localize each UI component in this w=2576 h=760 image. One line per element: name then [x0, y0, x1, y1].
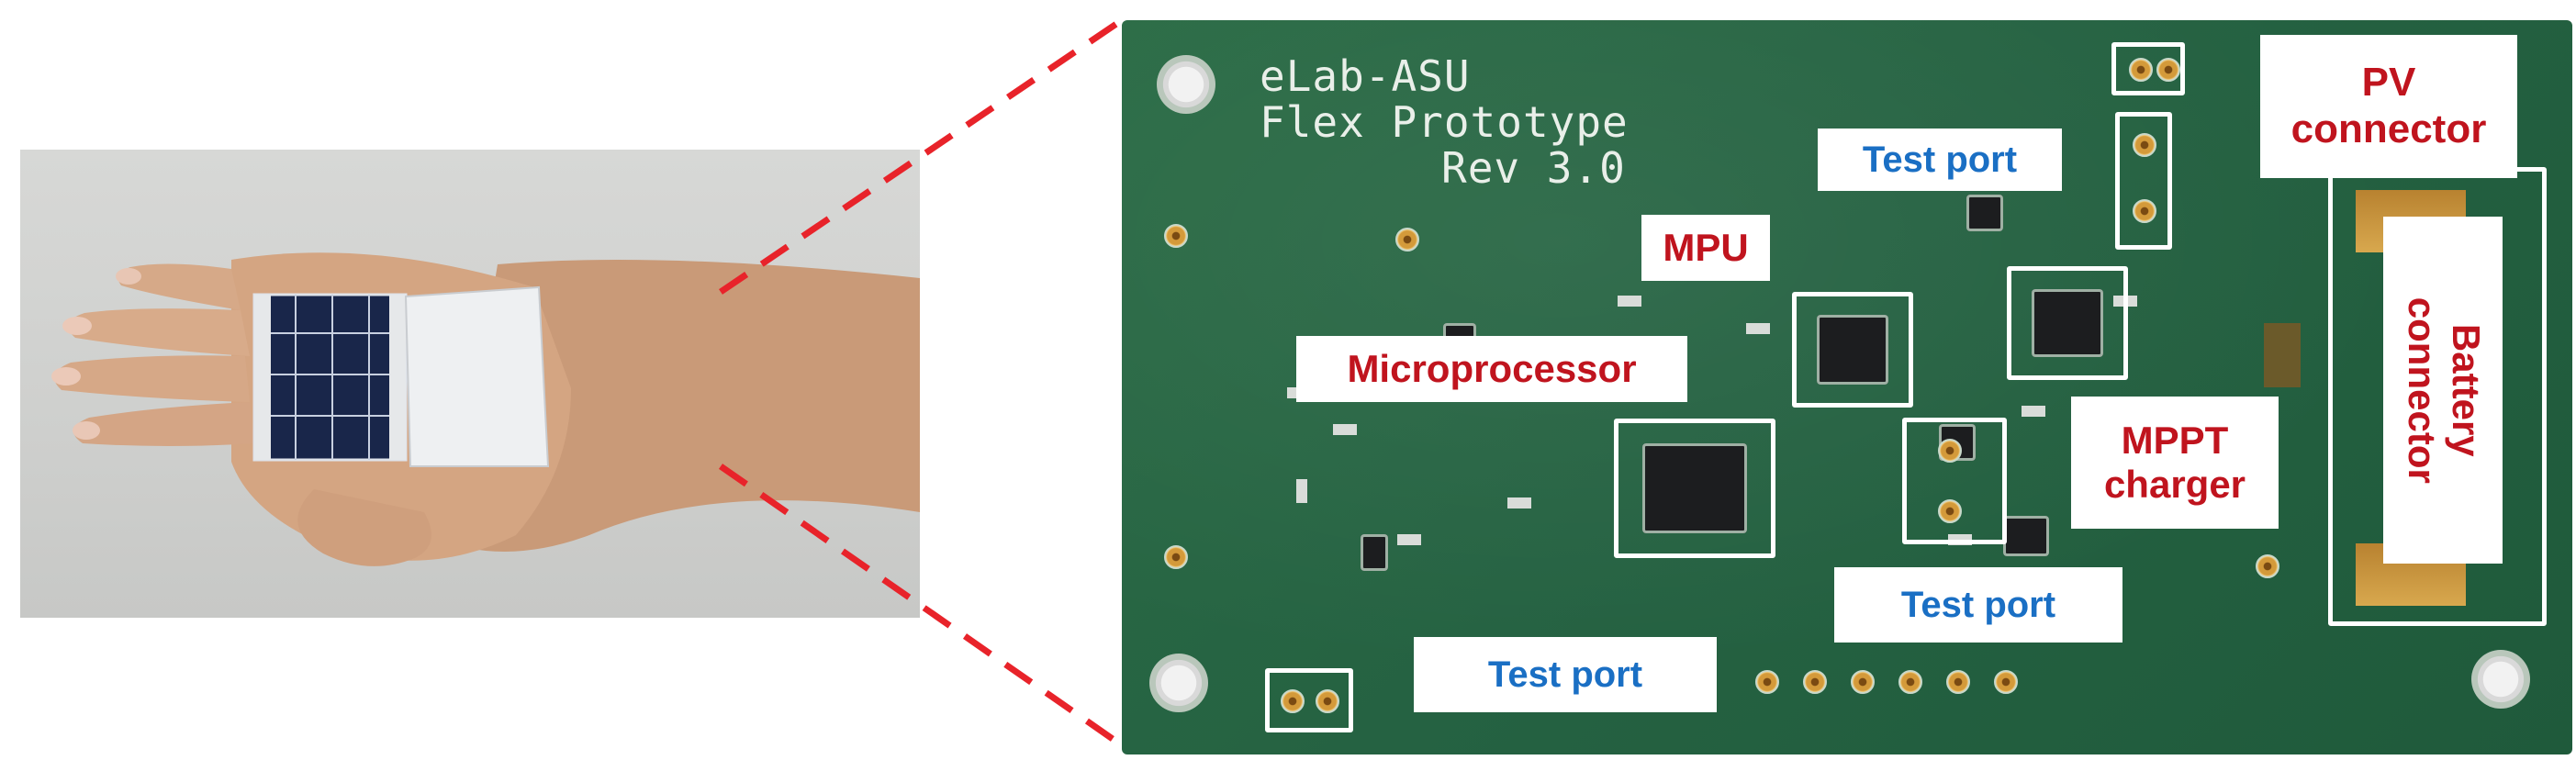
mounting-hole [1157, 55, 1215, 114]
mppt-charger-text: MPPT charger [2103, 418, 2246, 506]
solder-pad [2129, 58, 2153, 82]
mounting-hole [1149, 654, 1208, 712]
solder-pad [1164, 224, 1188, 248]
solder-pad [1316, 689, 1339, 713]
solder-pad [1755, 670, 1779, 694]
mppt-charger-label: MPPT charger [2071, 397, 2279, 529]
test-port-top-label: Test port [1818, 129, 2062, 191]
solder-pad [1938, 439, 1962, 463]
hand-illustration [51, 252, 920, 566]
smd-component [1333, 424, 1357, 435]
mpu-label: MPU [1641, 215, 1770, 281]
solder-pad [2133, 133, 2156, 157]
pv-connector-text: PV connector [2290, 60, 2487, 151]
solder-pad [1395, 228, 1419, 251]
solder-pad [1994, 670, 2018, 694]
test-port-mid-label: Test port [1834, 567, 2122, 643]
microprocessor-box [1614, 419, 1775, 558]
mounting-hole [2471, 650, 2530, 709]
pv-connector-label: PV connector [2260, 35, 2517, 178]
test-port-mid-text: Test port [1900, 585, 2056, 625]
solder-pad [1851, 670, 1875, 694]
solder-pad [1946, 670, 1970, 694]
switch-component [2264, 323, 2301, 387]
mppt-charger-box [2007, 266, 2128, 380]
microprocessor-label: Microprocessor [1296, 336, 1687, 402]
test-port-mid-box [1902, 418, 2007, 544]
silkscreen-line1: eLab-ASU [1260, 51, 1471, 101]
solder-pad [1164, 545, 1188, 569]
smd-component [1397, 534, 1421, 545]
smd-component [1507, 497, 1531, 509]
battery-connector-label: Battery connector [2383, 217, 2503, 564]
solder-pad [2133, 199, 2156, 223]
solder-pad [1898, 670, 1922, 694]
test-port-bottom-text: Test port [1487, 654, 1643, 695]
mpu-box [1792, 292, 1913, 408]
solder-pad [1938, 499, 1962, 523]
test-port-top-box [2115, 112, 2172, 250]
ic-chip [2003, 516, 2049, 556]
test-port-bottom-box [1265, 668, 1353, 732]
pv-connector-box [2111, 42, 2185, 95]
mppt-chip [2032, 289, 2103, 357]
solder-pad [2256, 554, 2279, 578]
ic-chip [1966, 195, 2003, 231]
microprocessor-text: Microprocessor [1347, 346, 1637, 390]
solder-pad [1281, 689, 1305, 713]
test-port-top-text: Test port [1862, 140, 2018, 180]
silkscreen-line2: Flex Prototype [1260, 97, 1629, 147]
test-port-bottom-label: Test port [1414, 637, 1717, 712]
silkscreen-line3: Rev 3.0 [1441, 143, 1626, 193]
solder-pad [2156, 58, 2180, 82]
mpu-text: MPU [1663, 225, 1749, 269]
smd-component [1746, 323, 1770, 334]
battery-connector-text: Battery connector [2400, 296, 2488, 484]
smd-component [2022, 406, 2045, 417]
smd-component [1618, 296, 1641, 307]
microprocessor-chip [1642, 443, 1747, 533]
header-pad-row [1755, 670, 2018, 694]
smd-component [1296, 479, 1307, 503]
solder-pad [1803, 670, 1827, 694]
wrist-device-photo [20, 150, 920, 618]
mpu-chip [1817, 315, 1888, 385]
ic-chip [1361, 534, 1388, 571]
